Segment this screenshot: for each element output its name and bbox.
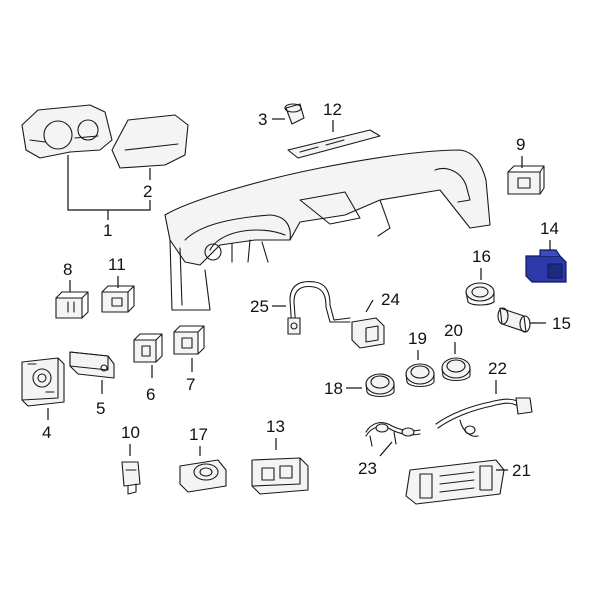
callout-8[interactable]: 8 (63, 260, 72, 279)
knob-part-19[interactable] (405, 363, 435, 388)
callout-21[interactable]: 21 (512, 461, 531, 480)
callout-10[interactable]: 10 (121, 423, 140, 442)
callout-6[interactable]: 6 (146, 385, 155, 404)
switch-part-7[interactable] (173, 325, 205, 355)
knob-part-3[interactable] (284, 103, 305, 125)
callout-18[interactable]: 18 (324, 379, 343, 398)
mirror-switch-part-4[interactable] (21, 357, 65, 407)
socket-part-15[interactable] (497, 307, 531, 333)
callout-25[interactable]: 25 (250, 297, 269, 316)
callout-13[interactable]: 13 (266, 417, 285, 436)
connector-part-10[interactable] (121, 461, 141, 495)
instrument-cluster-lens[interactable] (111, 114, 189, 169)
callout-20[interactable]: 20 (444, 321, 463, 340)
knob-part-20[interactable] (441, 357, 471, 382)
dashboard-panel (164, 149, 491, 311)
start-button-part-17[interactable] (179, 459, 227, 493)
callout-15[interactable]: 15 (552, 314, 571, 333)
jack-part-24[interactable] (351, 317, 385, 349)
callout-14[interactable]: 14 (540, 219, 559, 238)
callout-7[interactable]: 7 (186, 375, 195, 394)
callout-19[interactable]: 19 (408, 329, 427, 348)
callout-9[interactable]: 9 (516, 135, 525, 154)
switch-part-9[interactable] (507, 165, 545, 195)
callout-24[interactable]: 24 (381, 290, 400, 309)
callout-5[interactable]: 5 (96, 399, 105, 418)
callout-23[interactable]: 23 (358, 459, 377, 478)
callout-3[interactable]: 3 (258, 110, 267, 129)
callout-22[interactable]: 22 (488, 359, 507, 378)
highlighted-switch-part-14[interactable] (525, 249, 567, 283)
leader-24 (365, 299, 374, 313)
harness-part-25[interactable] (287, 281, 351, 335)
leader-1 (67, 155, 151, 211)
instrument-cluster[interactable] (21, 104, 113, 159)
switch-part-16[interactable] (465, 282, 495, 306)
callout-11[interactable]: 11 (108, 255, 126, 274)
switch-part-11[interactable] (101, 285, 135, 313)
knob-part-18[interactable] (365, 373, 395, 398)
climate-control-panel-part-21[interactable] (405, 459, 505, 505)
leader-23 (379, 441, 393, 457)
callout-2[interactable]: 2 (143, 182, 152, 201)
callout-4[interactable]: 4 (42, 423, 51, 442)
switch-panel-part-13[interactable] (251, 457, 309, 495)
switch-part-6[interactable] (133, 333, 163, 363)
callout-16[interactable]: 16 (472, 247, 491, 266)
switch-part-5[interactable] (69, 351, 115, 379)
switch-bar-part-12[interactable] (287, 129, 381, 159)
harness-part-22[interactable] (435, 397, 533, 437)
callout-17[interactable]: 17 (189, 425, 208, 444)
switch-part-8[interactable] (55, 291, 89, 319)
harness-part-23[interactable] (365, 422, 421, 447)
callout-12[interactable]: 12 (323, 100, 342, 119)
callout-1[interactable]: 1 (103, 221, 112, 240)
